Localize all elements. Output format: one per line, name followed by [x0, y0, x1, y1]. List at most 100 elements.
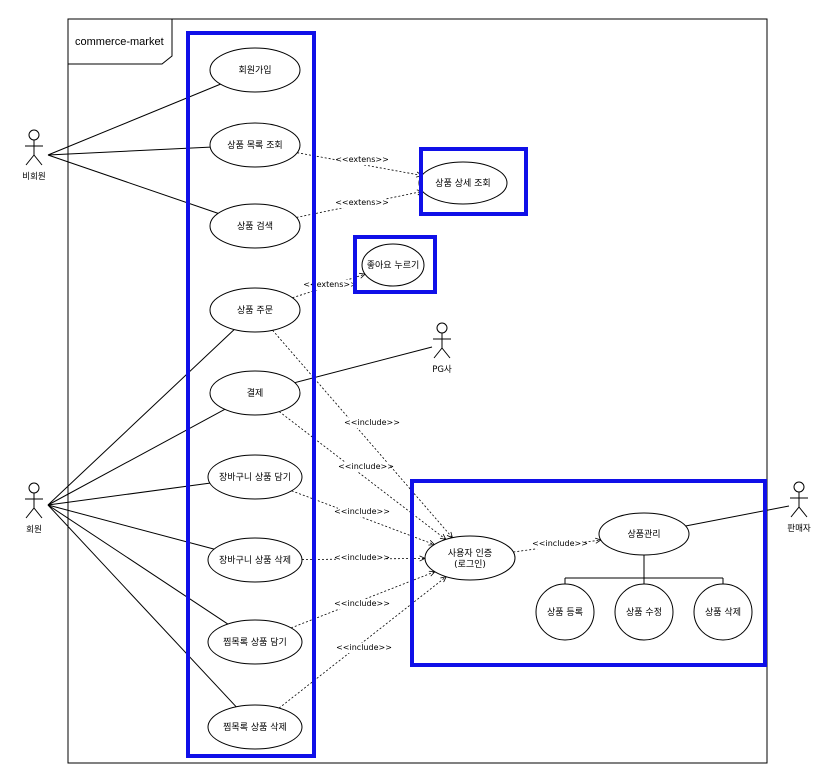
use-case-ellipse — [207, 619, 303, 665]
dependency-label: <<include>> — [336, 643, 392, 652]
use-case-manage[interactable]: 상품관리 — [598, 512, 690, 556]
use-case-label: 상품 주문 — [237, 305, 273, 316]
use-case-label: 찜목록 상품 삭제 — [223, 722, 287, 733]
dependency-order-auth — [272, 329, 453, 539]
dependency-label-bg — [338, 553, 386, 563]
use-case-label: 결제 — [247, 388, 264, 399]
use-case-ellipse — [209, 370, 301, 416]
dependency-label-bg — [338, 599, 386, 609]
dependency-label-bg — [340, 643, 388, 653]
dependency-label: <<include>> — [344, 418, 400, 427]
use-case-pay[interactable]: 결제 — [209, 370, 301, 416]
use-case-label: 회원가입 — [238, 64, 271, 76]
highlight-box-detail — [419, 147, 528, 216]
use-case-label: 상품 목록 조회 — [227, 140, 282, 151]
use-case-ellipse — [207, 454, 303, 500]
actor-icon — [25, 482, 43, 519]
use-case-detail[interactable]: 상품 상세 조회 — [418, 161, 508, 205]
actor-seller[interactable]: 판매자 — [787, 481, 811, 534]
actor-head — [436, 322, 448, 334]
use-case-signup[interactable]: 회원가입 — [209, 47, 301, 93]
actor-label: 판매자 — [787, 524, 811, 534]
dependency-lines: <<extens>> <<extens>> <<extens>> <<include>… — [272, 152, 602, 709]
actor-pg[interactable]: PG사 — [432, 322, 452, 375]
use-case-like[interactable]: 좋아요 누르기 — [361, 243, 425, 287]
use-case-ellipse — [209, 122, 301, 168]
dependency-label: <<extens>> — [303, 280, 357, 289]
use-case-label: 장바구니 상품 담기 — [219, 471, 291, 483]
use-case-wish_add[interactable]: 찜목록 상품 담기 — [207, 619, 303, 665]
actor-label: PG사 — [432, 365, 452, 375]
association-pg-pay — [294, 346, 433, 384]
actor-guest[interactable]: 비회원 — [22, 129, 46, 182]
use-case-wish_del[interactable]: 찜목록 상품 삭제 — [207, 704, 303, 750]
dependency-label-bg — [342, 462, 390, 472]
use-case-auth[interactable]: 사용자 인증(로그인) — [424, 535, 516, 581]
use-case-order[interactable]: 상품 주문 — [209, 287, 301, 333]
actor-leg-left — [790, 506, 800, 518]
use-case-reg[interactable]: 상품 등록 — [535, 583, 595, 641]
association-member-order — [47, 329, 235, 506]
association-seller-manage — [685, 505, 790, 527]
use-case-label: 상품 상세 조회 — [435, 178, 490, 189]
highlight-box-use-case-column — [186, 31, 316, 758]
system-title: commerce-market — [75, 36, 164, 48]
use-case-label: 상품관리 — [627, 529, 660, 540]
dependency-label-bg — [306, 280, 354, 290]
dependency-label-bg — [338, 198, 386, 208]
use-case-label: 상품 수정 — [626, 607, 662, 618]
use-case-ellipse — [207, 537, 303, 583]
use-case-ellipse — [598, 512, 690, 556]
actor-leg-left — [25, 154, 35, 166]
use-case-label: 찜목록 상품 담기 — [223, 636, 287, 648]
actor-leg-right — [798, 506, 808, 518]
actor-icon — [433, 322, 451, 359]
dependency-order-like — [292, 273, 366, 299]
actor-leg-right — [441, 347, 451, 359]
dependency-label: <<extens>> — [335, 155, 389, 164]
use-case-cart_add[interactable]: 장바구니 상품 담기 — [207, 454, 303, 500]
use-case-label-line2: (로그인) — [454, 559, 486, 570]
actor-leg-left — [433, 347, 443, 359]
use-case-label: 상품 검색 — [237, 220, 273, 232]
use-case-edit[interactable]: 상품 수정 — [614, 583, 674, 641]
use-case-label: 상품 등록 — [547, 607, 583, 618]
use-case-ellipse — [209, 287, 301, 333]
use-case-list[interactable]: 상품 목록 조회 — [209, 122, 301, 168]
dependency-wish_del-auth — [278, 576, 447, 709]
actor-icon — [790, 481, 808, 518]
use-case-ellipse — [693, 583, 753, 641]
use-case-ellipse — [209, 47, 301, 93]
dependency-list-detail — [297, 152, 422, 176]
highlight-box-seller-area — [410, 479, 767, 667]
actor-icon — [25, 129, 43, 166]
dependency-label-bg — [338, 155, 386, 165]
use-case-ellipse — [614, 583, 674, 641]
use-case-ellipse — [361, 243, 425, 287]
association-guest-signup — [47, 83, 221, 156]
actor-leg-right — [33, 507, 43, 519]
dependency-label-bg — [536, 539, 584, 549]
actor-member[interactable]: 회원 — [25, 482, 43, 535]
association-member-wish_del — [47, 504, 237, 708]
dependency-label-bg — [338, 507, 386, 517]
dependency-pay-auth — [278, 411, 447, 540]
actor-label: 회원 — [26, 525, 42, 535]
actor-head — [28, 482, 40, 494]
dependency-label: <<include>> — [338, 462, 394, 471]
use-case-cart_del[interactable]: 장바구니 상품 삭제 — [207, 537, 303, 583]
actor-leg-right — [33, 154, 43, 166]
use-case-del[interactable]: 상품 삭제 — [693, 583, 753, 641]
actor-head — [793, 481, 805, 493]
system-title-tab — [67, 18, 173, 65]
dependency-label: <<extens>> — [335, 198, 389, 207]
actor-head — [28, 129, 40, 141]
dependency-label: <<include>> — [334, 553, 390, 562]
use-case-label: 상품 삭제 — [705, 607, 741, 618]
use-case-search[interactable]: 상품 검색 — [209, 203, 301, 249]
association-member-pay — [47, 408, 226, 506]
use-case-ellipse — [209, 203, 301, 249]
